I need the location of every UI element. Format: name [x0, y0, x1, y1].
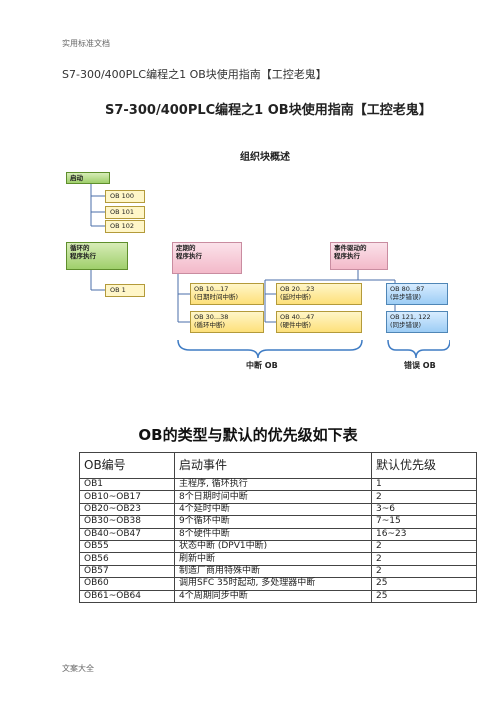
ob121-122-box: OB 121, 122 (同步错误)	[386, 311, 448, 333]
ob-number-cell: OB60	[79, 577, 175, 591]
start-event-cell: 状态中断 (DPV1中断)	[174, 539, 372, 554]
priority-cell: 1	[371, 477, 477, 492]
table-header-row: OB编号 启动事件 默认优先级	[79, 452, 477, 479]
cyclic-execution-box: 循环的 程序执行	[66, 242, 128, 270]
ob-number-cell: OB57	[79, 564, 175, 579]
priority-cell: 3~6	[371, 502, 477, 517]
ob-number-cell: OB56	[79, 552, 175, 566]
ob40-47-label: OB 40...47	[280, 313, 315, 321]
ob80-87-box: OB 80...87 (异步错误)	[386, 283, 448, 305]
header-start-event: 启动事件	[174, 452, 372, 479]
ob101-box: OB 101	[105, 206, 145, 219]
start-event-cell: 调用SFC 35时起动, 多处理器中断	[174, 577, 372, 591]
ob-number-cell: OB61~OB64	[79, 589, 175, 603]
ob80-87-label: OB 80...87	[390, 285, 425, 293]
header-ob-number: OB编号	[79, 452, 175, 479]
start-event-cell: 制造厂商用特殊中断	[174, 564, 372, 579]
start-event-cell: 刷新中断	[174, 552, 372, 566]
priority-cell: 2	[371, 539, 477, 554]
ob10-17-label: OB 10...17	[194, 285, 229, 293]
start-event-cell: 9个循环中断	[174, 515, 372, 529]
ob20-23-box: OB 20...23 (延时中断)	[276, 283, 362, 305]
priority-cell: 25	[371, 589, 477, 603]
priority-cell: 2	[371, 490, 477, 504]
event-driven-box: 事件驱动的 程序执行	[330, 242, 388, 270]
ob-overview-diagram: 组织块概述 启动 OB 100	[60, 140, 450, 380]
priority-cell: 2	[371, 552, 477, 566]
ob10-17-box: OB 10...17 (日期时间中断)	[190, 283, 264, 305]
ob1-box: OB 1	[105, 284, 145, 297]
start-event-cell: 8个日期时间中断	[174, 490, 372, 504]
priority-cell: 25	[371, 577, 477, 591]
ob20-23-sub: (延时中断)	[280, 293, 312, 302]
ob-number-cell: OB20~OB23	[79, 502, 175, 517]
diagram-title: 组织块概述	[240, 152, 290, 163]
ob-number-cell: OB40~OB47	[79, 527, 175, 541]
ob40-47-box: OB 40...47 (硬件中断)	[276, 311, 362, 333]
ob10-17-sub: (日期时间中断)	[194, 293, 239, 302]
priority-cell: 16~23	[371, 527, 477, 541]
header-default-priority: 默认优先级	[371, 452, 477, 479]
start-event-cell: 4个延时中断	[174, 502, 372, 517]
error-ob-label: 错误 OB	[404, 361, 436, 370]
ob121-122-label: OB 121, 122	[390, 313, 431, 321]
document-title: S7-300/400PLC编程之1 OB块使用指南【工控老鬼】	[105, 103, 432, 118]
ob20-23-label: OB 20...23	[280, 285, 315, 293]
ob30-38-label: OB 30...38	[194, 313, 229, 321]
ob40-47-sub: (硬件中断)	[280, 321, 312, 330]
ob-number-cell: OB30~OB38	[79, 515, 175, 529]
start-event-cell: 8个硬件中断	[174, 527, 372, 541]
page-footer: 文案大全	[62, 664, 94, 673]
page-header: 实用标准文档	[62, 39, 110, 48]
interrupt-ob-label: 中断 OB	[246, 361, 278, 370]
ob30-38-box: OB 30...38 (循环中断)	[190, 311, 264, 333]
startup-box: 启动	[66, 172, 110, 184]
document-title-small: S7-300/400PLC编程之1 OB块使用指南【工控老鬼】	[62, 68, 327, 81]
ob121-122-sub: (同步错误)	[390, 321, 422, 330]
ob80-87-sub: (异步错误)	[390, 293, 422, 302]
priority-cell: 2	[371, 564, 477, 579]
ob-number-cell: OB55	[79, 539, 175, 554]
table-title: OB的类型与默认的优先级如下表	[138, 426, 358, 444]
periodic-execution-box: 定期的 程序执行	[172, 242, 242, 274]
ob102-box: OB 102	[105, 220, 145, 233]
start-event-cell: 4个周期同步中断	[174, 589, 372, 603]
diagram-connectors	[90, 180, 450, 359]
ob100-box: OB 100	[105, 190, 145, 203]
ob-number-cell: OB1	[79, 477, 175, 492]
start-event-cell: 主程序, 循环执行	[174, 477, 372, 492]
ob30-38-sub: (循环中断)	[194, 321, 226, 330]
priority-cell: 7~15	[371, 515, 477, 529]
ob-number-cell: OB10~OB17	[79, 490, 175, 504]
